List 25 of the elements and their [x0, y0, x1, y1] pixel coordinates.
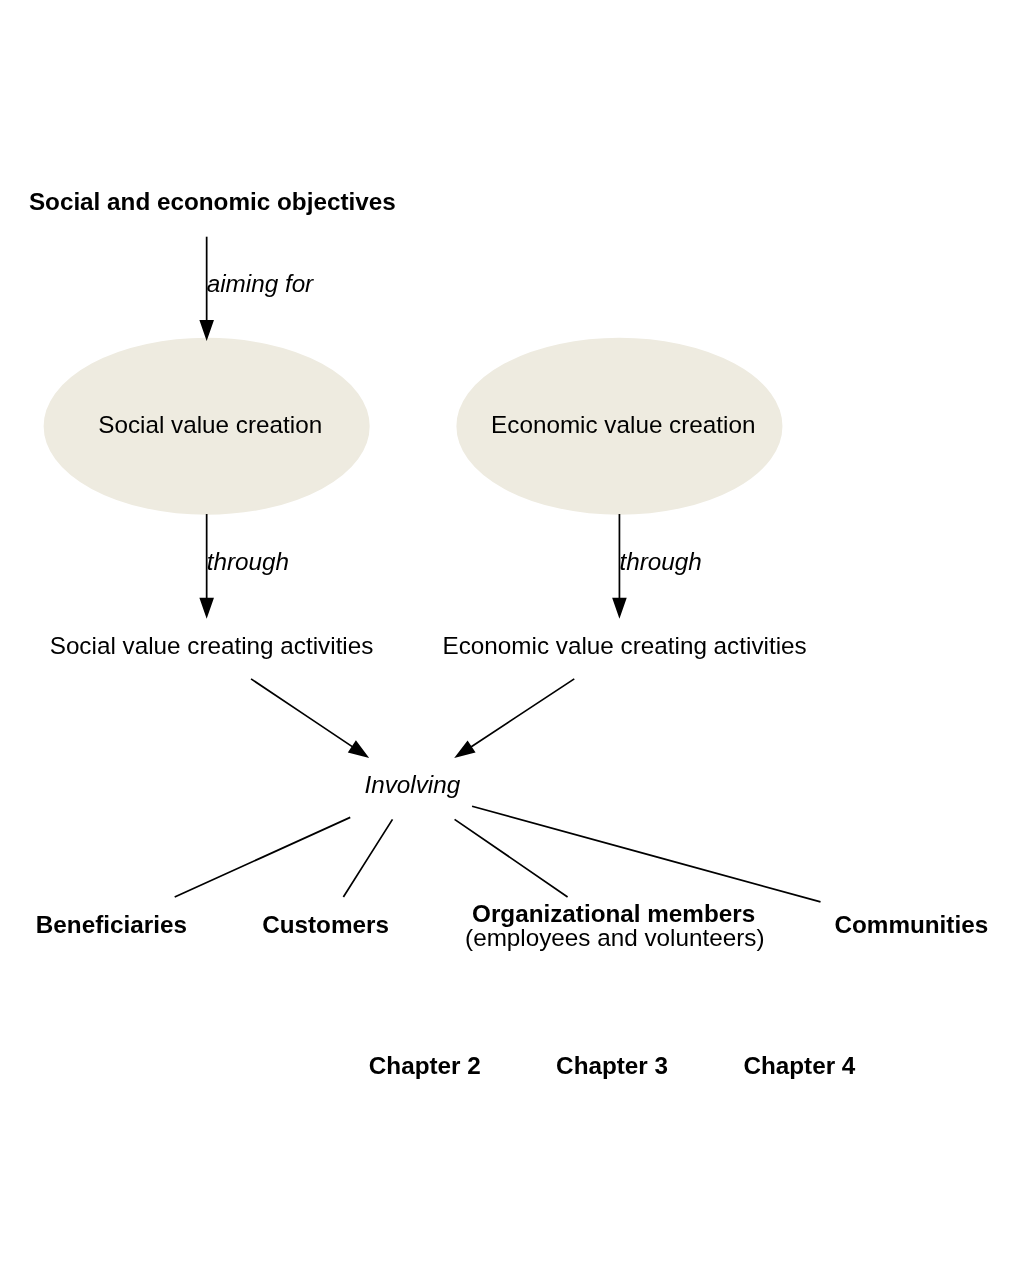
node-text: Customers: [262, 911, 389, 939]
node-text: Economic value creating activities: [442, 631, 807, 659]
arrow: [612, 513, 627, 619]
edge-label: aiming for: [206, 270, 314, 298]
label: Chapter 3: [556, 1051, 669, 1079]
arrow: [199, 235, 214, 341]
node-text: Involving: [364, 770, 461, 798]
node-text: Beneficiaries: [35, 911, 187, 939]
arrow: [199, 513, 214, 619]
connector: [471, 805, 822, 903]
node-text: Organizational members (employees and volunteers): [465, 899, 765, 952]
node-ellipse: Economic value creation: [456, 337, 783, 515]
edge-label: through: [206, 547, 289, 575]
label: Chapter 4: [743, 1051, 856, 1079]
connector: [342, 818, 394, 898]
node-ellipse: Social value creation: [43, 337, 370, 515]
edge-label: through: [619, 547, 702, 575]
arrow: [250, 678, 370, 758]
connector: [173, 816, 352, 898]
node-text: Social and economic objectives: [28, 187, 396, 215]
label: Chapter 2: [368, 1051, 481, 1079]
connector: [453, 818, 569, 898]
node-text: Social value creating activities: [49, 631, 374, 659]
arrow: [454, 678, 576, 758]
node-text: Communities: [834, 911, 989, 939]
